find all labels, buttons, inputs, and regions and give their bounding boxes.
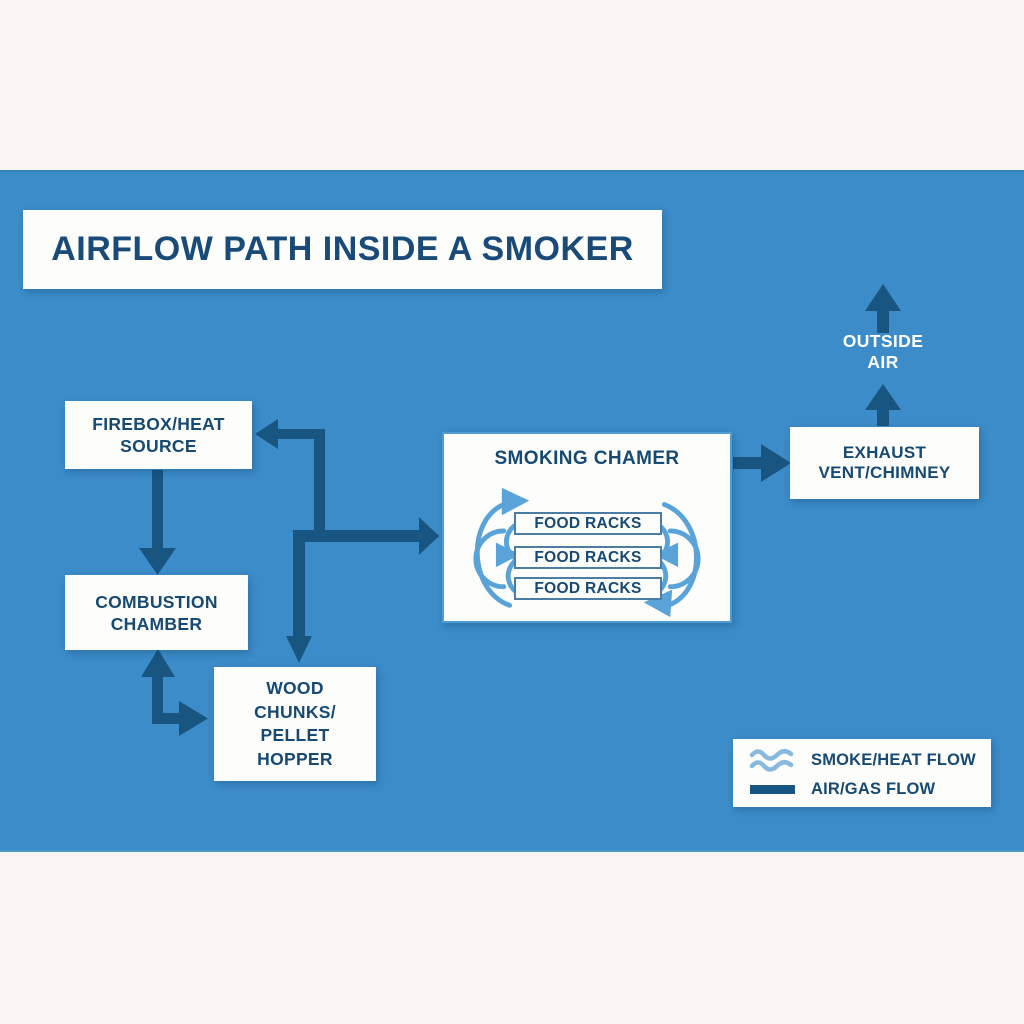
node-label-line: VENT/CHIMNEY xyxy=(818,463,951,482)
legend-row-air: AIR/GAS FLOW xyxy=(749,780,991,799)
smoke-arrowhead-mid-right xyxy=(653,542,679,568)
node-label-line: COMBUSTION xyxy=(95,591,218,612)
page-title: AIRFLOW PATH INSIDE A SMOKER xyxy=(51,230,634,268)
diagram-canvas: AIRFLOW PATH INSIDE A SMOKER FIREBOX/HEA… xyxy=(0,170,1024,852)
arrow-smoking-to-exhaust xyxy=(733,444,791,482)
node-smoking-chamber: SMOKING CHAMER xyxy=(442,432,732,623)
food-rack: FOOD RACKS xyxy=(514,577,662,600)
outside-air-line: OUTSIDE xyxy=(842,331,924,351)
arrow-elbow-into-firebox xyxy=(255,419,325,535)
arrow-exhaust-to-outside xyxy=(865,384,901,426)
node-label-line: CHAMBER xyxy=(110,613,203,634)
node-label-line: FIREBOX/HEAT xyxy=(92,414,225,434)
food-rack: FOOD RACKS xyxy=(514,512,662,535)
diagram-title-box: AIRFLOW PATH INSIDE A SMOKER xyxy=(23,210,662,289)
legend-row-smoke: SMOKE/HEAT FLOW xyxy=(749,747,991,773)
smoke-arrowhead-mid-left xyxy=(495,542,521,568)
arrow-junction-to-smoking-chamber xyxy=(293,517,439,555)
node-label-line: CHUNKS/ xyxy=(254,701,336,722)
node-label-line: SOURCE xyxy=(120,436,197,456)
node-combustion-chamber: COMBUSTION CHAMBER xyxy=(65,575,248,650)
node-label-line: EXHAUST xyxy=(842,443,927,462)
arrow-firebox-to-combustion xyxy=(139,470,176,575)
legend-label-smoke: SMOKE/HEAT FLOW xyxy=(811,750,976,769)
legend: SMOKE/HEAT FLOW AIR/GAS FLOW xyxy=(733,739,991,807)
outside-air-line: AIR xyxy=(867,352,899,372)
arrow-combustion-wood-elbow xyxy=(141,649,208,736)
smoking-chamber-title: SMOKING CHAMER xyxy=(494,448,680,469)
node-label-line: WOOD xyxy=(266,678,324,698)
smoke-arrowhead-bottom-right xyxy=(643,589,673,618)
arrow-outside-air-up xyxy=(865,284,901,333)
node-label-line: HOPPER xyxy=(257,748,333,769)
outside-air-label: OUTSIDE AIR xyxy=(833,331,933,373)
node-exhaust-vent: EXHAUST VENT/CHIMNEY xyxy=(790,427,979,499)
node-label-line: PELLET xyxy=(260,725,330,745)
legend-label-air: AIR/GAS FLOW xyxy=(811,780,936,798)
smoke-arrowhead-top-left xyxy=(501,487,530,516)
node-firebox: FIREBOX/HEAT SOURCE xyxy=(65,401,252,469)
arrow-junction-to-wood-hopper xyxy=(286,530,312,663)
wavy-lines-icon xyxy=(749,747,795,773)
node-wood-hopper: WOOD CHUNKS/ PELLET HOPPER xyxy=(214,667,376,781)
solid-line-icon xyxy=(749,785,795,794)
food-rack: FOOD RACKS xyxy=(514,546,662,569)
